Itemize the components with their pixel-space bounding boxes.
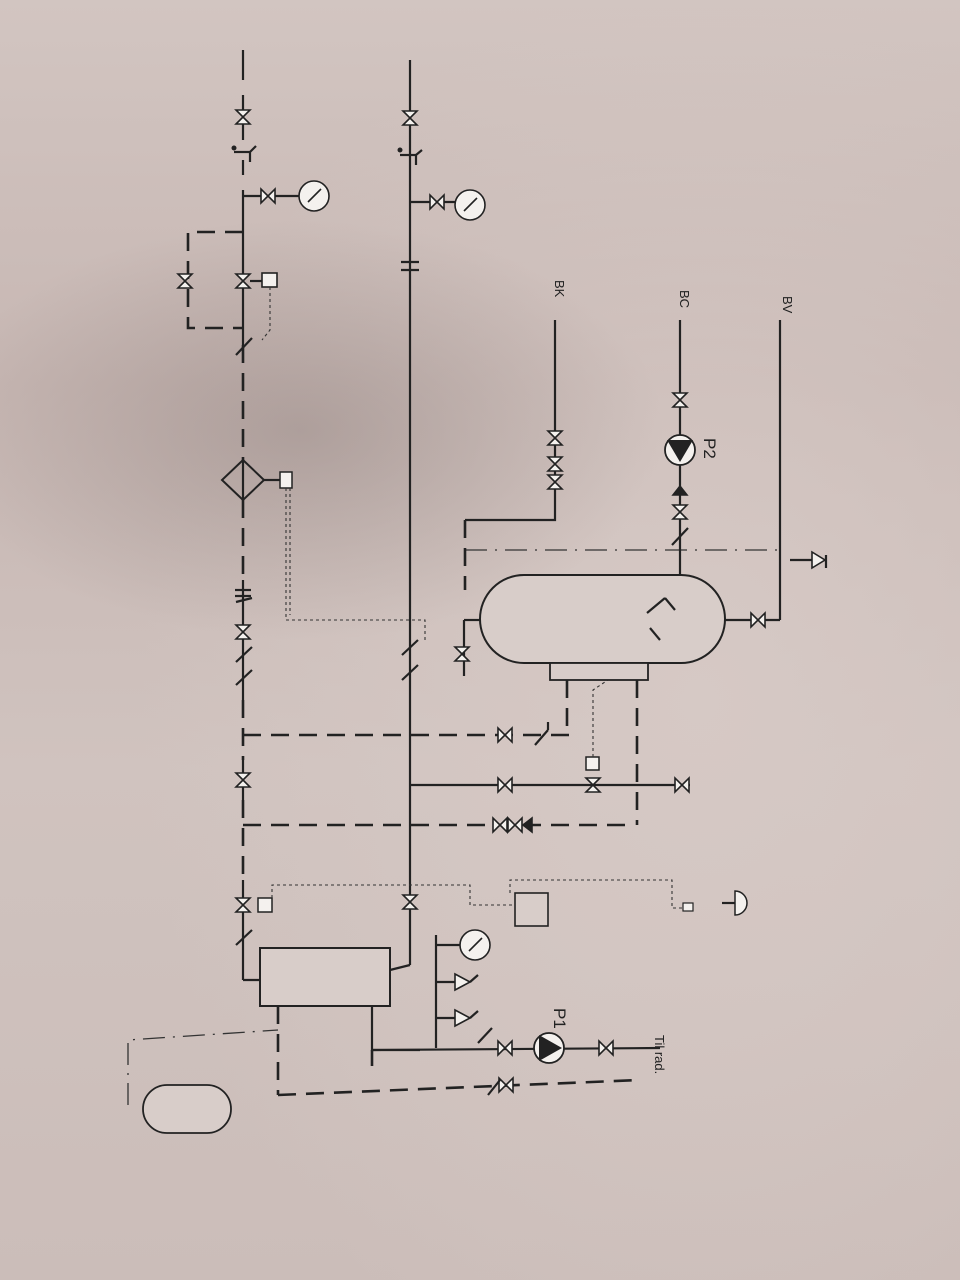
valve-icon (402, 894, 418, 910)
gauge-valve-icon (260, 188, 276, 204)
safety-valve-icon (235, 929, 253, 946)
sensor-icon (279, 471, 293, 489)
valve-icon (492, 817, 508, 833)
filter-icon (220, 458, 266, 502)
valve-icon (547, 430, 563, 446)
valve-icon (235, 772, 251, 788)
flange-icon (401, 260, 419, 272)
check-valve-icon (522, 817, 533, 833)
label-bv: BV (780, 296, 795, 314)
outdoor-sensor-icon (722, 890, 748, 916)
pump-p2-icon (664, 434, 696, 466)
label-til-rad: Til rad. (652, 1035, 667, 1074)
bypass-valve-icon (177, 273, 193, 289)
valve-icon (402, 110, 418, 126)
motor-valve-icon (235, 897, 251, 913)
bk-line (465, 320, 557, 522)
safety-valve-icon (235, 337, 253, 356)
label-p1: P1 (550, 1008, 569, 1029)
label-bk: BK (552, 280, 567, 298)
valve-icon (497, 777, 513, 793)
valve-icon (507, 817, 523, 833)
valve-icon (547, 456, 563, 472)
actuator-icon (261, 272, 278, 288)
motor-valve-icon (235, 273, 251, 289)
pressure-gauge-icon (454, 189, 486, 221)
til-rad-line (371, 1046, 661, 1052)
label-p2: P2 (700, 438, 719, 459)
label-bc: BC (677, 290, 692, 308)
valve-icon (674, 777, 690, 793)
strainer-icon (231, 145, 257, 162)
valve-icon (235, 624, 251, 640)
pressure-gauge-icon (298, 180, 330, 212)
valve-icon (497, 727, 513, 743)
union-icon (235, 588, 253, 604)
valve-icon (750, 612, 766, 628)
pressure-gauge-icon (459, 929, 491, 961)
boiler (259, 947, 391, 1007)
sensor-icon (682, 902, 694, 912)
valve-icon (235, 109, 251, 125)
valve-icon (672, 392, 688, 408)
drain-valve-icon (454, 646, 470, 662)
bypass-loop (186, 230, 243, 330)
valve-icon (498, 1077, 514, 1093)
storage-tank (479, 574, 726, 681)
check-valve-icon (672, 485, 688, 496)
valve-icon (547, 474, 563, 490)
vent-icon (790, 550, 828, 570)
safety-valve-icon (454, 972, 472, 992)
boiler-outlet (370, 1006, 420, 1052)
strainer-icon (397, 147, 423, 165)
valve-icon (497, 1040, 513, 1056)
supply-line-left (241, 50, 262, 982)
valve-icon (672, 504, 688, 520)
check-flap-icon (401, 639, 419, 681)
gauge-valve-icon (429, 194, 445, 210)
safety-valve-icon (454, 1008, 472, 1028)
valve-icon (598, 1040, 614, 1056)
pump-p1-icon (533, 1032, 565, 1064)
check-flap-icon (235, 646, 253, 686)
controller-box (514, 892, 549, 927)
expansion-vessel (142, 1084, 232, 1134)
